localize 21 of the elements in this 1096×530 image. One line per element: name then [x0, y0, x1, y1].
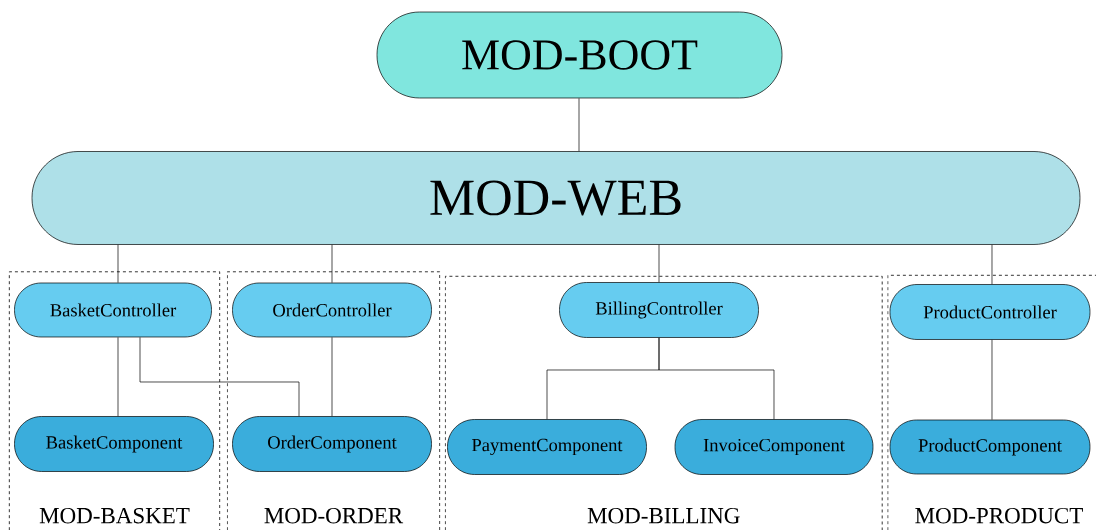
rounded-box: BasketController: [14, 282, 212, 338]
connector-line: [117, 244, 119, 283]
rounded-box: OrderController: [232, 282, 432, 338]
rounded-box: PaymentComponent: [447, 419, 647, 475]
connector-line: [331, 337, 333, 417]
connector-line: [658, 244, 660, 283]
connector-line: [117, 337, 119, 417]
rounded-box: BillingController: [559, 282, 759, 338]
rounded-box: BasketComponent: [14, 416, 214, 472]
rounded-box: MOD-WEB: [31, 151, 1081, 245]
rounded-box: MOD-BOOT: [376, 11, 783, 99]
rounded-box: ProductController: [889, 284, 1091, 340]
connector-line: [331, 244, 333, 283]
connector-line: [578, 98, 580, 152]
rounded-box: InvoiceComponent: [674, 419, 874, 475]
rounded-box: ProductComponent: [889, 419, 1091, 475]
connector-line: [991, 339, 993, 420]
connector-line: [139, 337, 300, 417]
connector-line: [991, 244, 993, 285]
rounded-box: OrderComponent: [232, 416, 432, 472]
connector-line: [658, 337, 775, 420]
